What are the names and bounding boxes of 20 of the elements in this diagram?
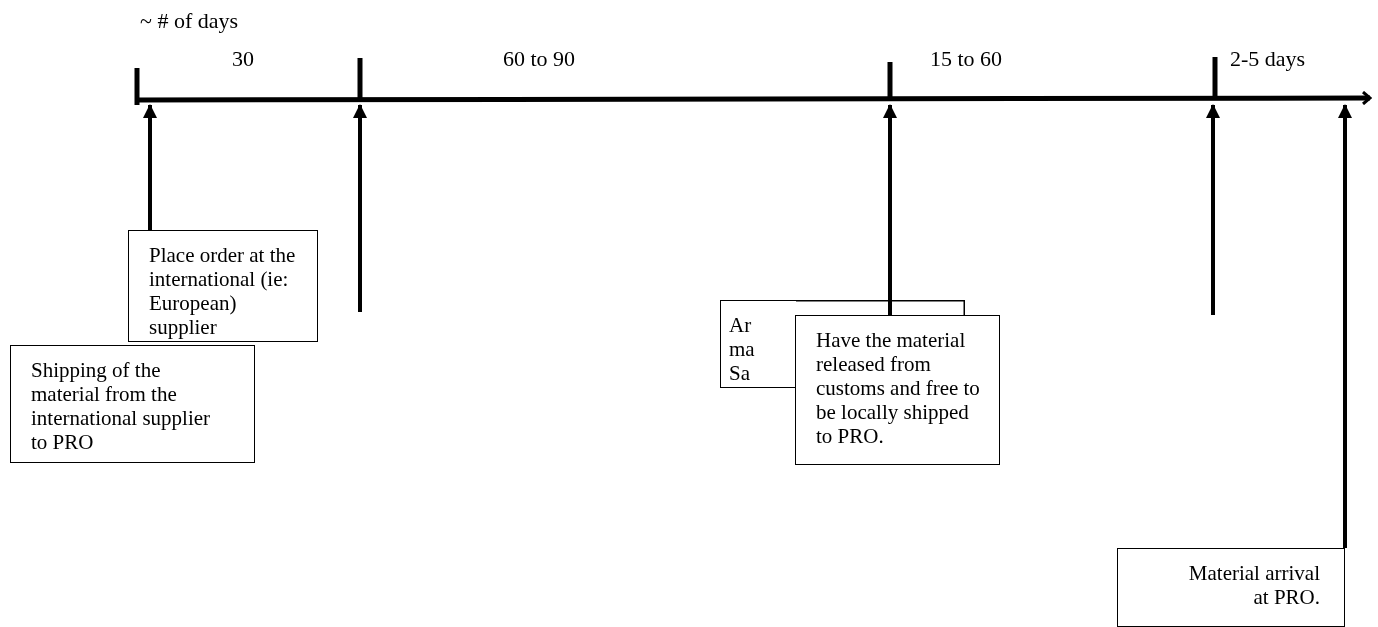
text-box (128, 230, 318, 342)
axis-title: ~ # of days (140, 8, 239, 34)
text-box (10, 345, 255, 463)
text-box (1117, 548, 1345, 627)
box-text: Place order at the international (ie: European) supplier (149, 243, 297, 339)
text-box (795, 315, 1000, 465)
box-text: Have the material released from customs and free to be locally shipped to PRO. (816, 328, 981, 448)
box-text: Ar ma Sa (729, 313, 756, 385)
text-box (720, 300, 796, 388)
duration-label: 2-5 days (1230, 46, 1306, 72)
box-text: Material arrival at PRO. (1187, 561, 1320, 609)
arrow (1338, 104, 1352, 548)
duration-label: 60 to 90 (503, 46, 576, 72)
arrow (1206, 104, 1220, 315)
arrow (883, 104, 897, 315)
arrow (143, 104, 157, 230)
duration-label: 30 (232, 46, 254, 72)
duration-label: 15 to 60 (930, 46, 1003, 72)
box-text: Shipping of the material from the international supplier to PRO (31, 358, 212, 454)
arrow (353, 104, 367, 312)
